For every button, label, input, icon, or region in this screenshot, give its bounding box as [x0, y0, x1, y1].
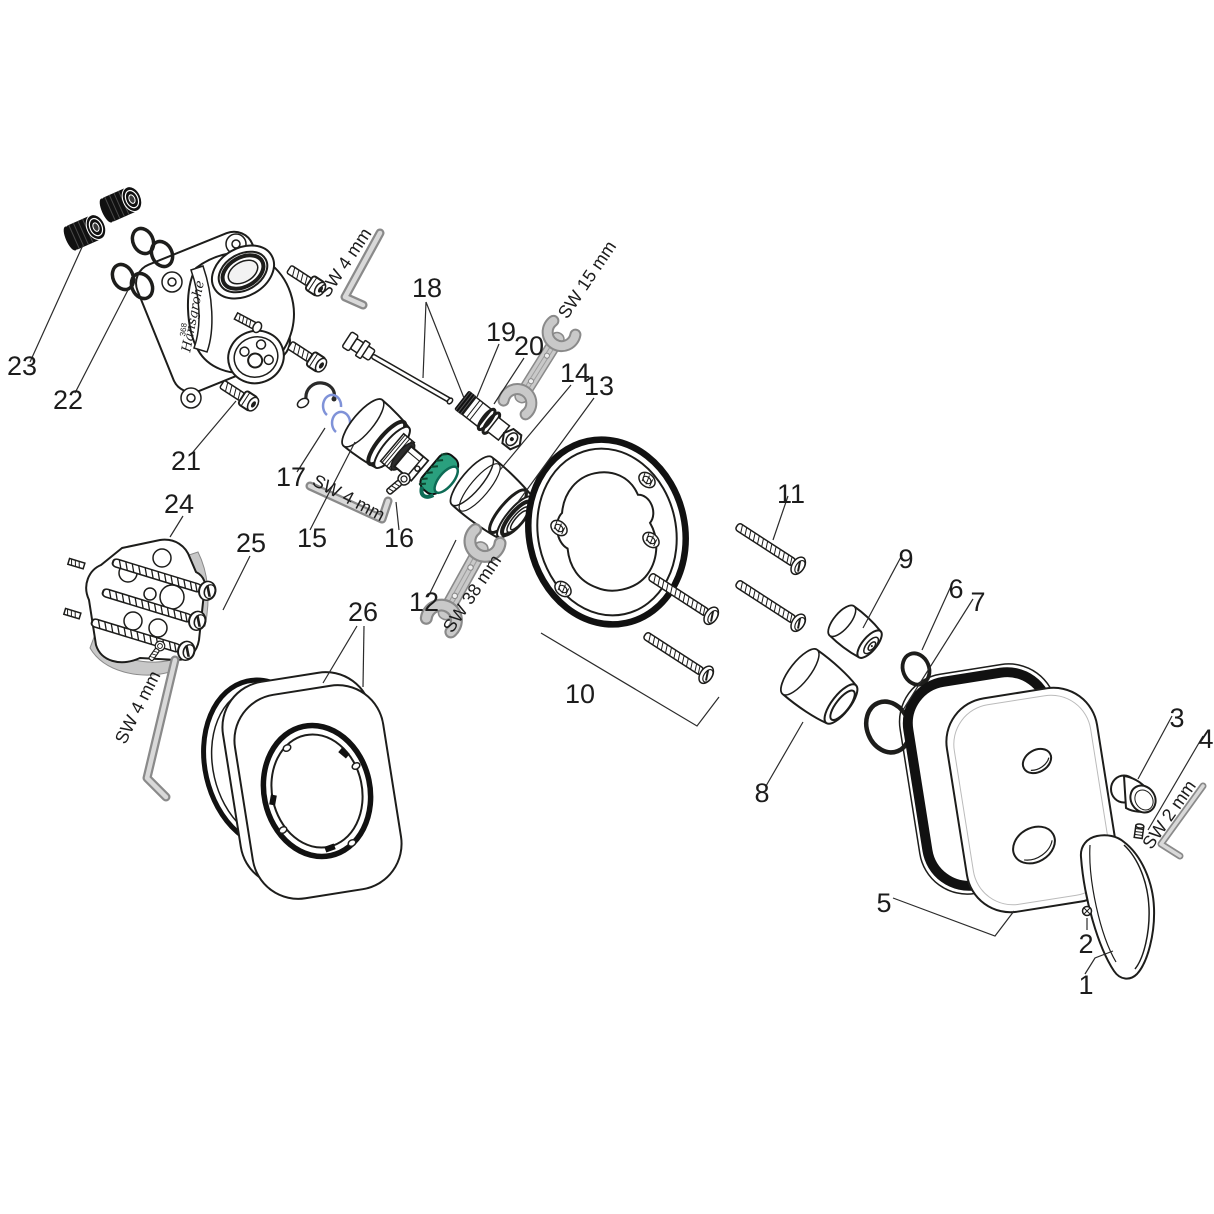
carrier-screw-boss: [550, 471, 660, 598]
part-label-21: 21: [171, 446, 201, 476]
part-18-spindle-rod: [342, 331, 454, 405]
part-number-labels: 1 2 3 4 5 6 7 8 9 10 11 12 13 14 15 16 1…: [7, 273, 1214, 1000]
leader-5: [892, 897, 1015, 937]
part-4-set-screw: [1133, 823, 1145, 840]
top-port: [211, 244, 275, 300]
allen-key-sw2: [1157, 782, 1207, 860]
leader-16: [395, 501, 400, 531]
part-label-10: 10: [565, 679, 595, 709]
handle-hole: [1012, 825, 1056, 865]
part-6-oring: [900, 651, 932, 687]
leader-17: [296, 427, 326, 473]
leader-3: [1137, 715, 1173, 780]
part-10-seal-carrier: [525, 436, 689, 628]
leader-25: [222, 555, 251, 611]
diverter-hole: [1021, 747, 1053, 775]
leader-26a: [322, 625, 358, 684]
leader-12: [427, 539, 457, 598]
leader-10: [540, 632, 720, 727]
part-label-5: 5: [876, 888, 891, 918]
part-label-18: 18: [412, 273, 442, 303]
part-16-screw: [383, 469, 414, 498]
leader-24: [169, 515, 184, 538]
tool-label-sw15: SW 15 mm: [554, 237, 620, 322]
leader-7: [902, 598, 974, 711]
part-11-screws: [730, 517, 810, 635]
part-label-25: 25: [236, 528, 266, 558]
leader-11: [772, 495, 789, 541]
part-label-22: 22: [53, 385, 83, 415]
leader-9: [862, 554, 903, 629]
leader-4: [1147, 735, 1204, 831]
part-label-1: 1: [1078, 970, 1093, 1000]
leader-22: [74, 289, 129, 394]
part-label-3: 3: [1169, 703, 1184, 733]
leader-13: [517, 397, 595, 503]
leader-8: [765, 721, 804, 787]
leader-1: [1084, 950, 1114, 975]
outlet-disc: [227, 329, 285, 385]
leader-15: [309, 441, 356, 531]
part-9-sleeve: [827, 604, 883, 659]
part-label-14: 14: [560, 358, 590, 388]
leader-lines: [29, 244, 1204, 975]
allen-key-sw4-bottom: [142, 655, 180, 802]
part-label-17: 17: [276, 462, 306, 492]
leader-20: [493, 357, 525, 405]
part-label-8: 8: [754, 778, 769, 808]
part-label-9: 9: [898, 544, 913, 574]
part-label-7: 7: [970, 587, 985, 617]
part-label-4: 4: [1198, 724, 1213, 754]
part-label-13: 13: [584, 371, 614, 401]
valve-body: Hansgrohe 368: [135, 230, 295, 409]
body-code: 368: [178, 322, 189, 337]
part-label-2: 2: [1078, 929, 1093, 959]
body-stud-screw: [233, 311, 263, 334]
retainer-clip: [296, 381, 337, 409]
leader-21: [192, 400, 237, 453]
leader-14: [499, 384, 572, 471]
label-band: [190, 265, 213, 353]
part-5-escutcheon: [898, 663, 1119, 914]
leader-6: [921, 585, 952, 651]
part-label-12: 12: [409, 587, 439, 617]
leader-18a: [422, 301, 427, 379]
leader-26b: [362, 625, 365, 688]
part-label-11: 11: [777, 479, 805, 509]
leader-19: [476, 343, 500, 398]
part-26-extension: [201, 671, 403, 900]
part-2-screw: [1081, 905, 1093, 917]
part-label-15: 15: [297, 523, 327, 553]
leader-23: [29, 244, 84, 363]
part-1-lever-handle: [1079, 834, 1156, 980]
part-label-19: 19: [486, 317, 516, 347]
part-label-24: 24: [164, 489, 194, 519]
part-label-6: 6: [948, 574, 963, 604]
part-3-knob: [1110, 774, 1157, 814]
part-label-26: 26: [348, 597, 378, 627]
leader-18b: [425, 301, 465, 399]
part-19-20-adapter: [454, 391, 523, 451]
tool-label-sw4-mid: SW 4 mm: [309, 470, 388, 525]
allen-key-sw4-mid: [305, 481, 393, 524]
part-label-20: 20: [514, 331, 544, 361]
part-8-sleeve: [780, 648, 859, 725]
part-label-16: 16: [384, 523, 414, 553]
cartridge-ring-nut-green: [418, 452, 460, 499]
part-17-circlips: [321, 393, 352, 433]
allen-key-sw4-top: [340, 228, 385, 310]
part-label-23: 23: [7, 351, 37, 381]
